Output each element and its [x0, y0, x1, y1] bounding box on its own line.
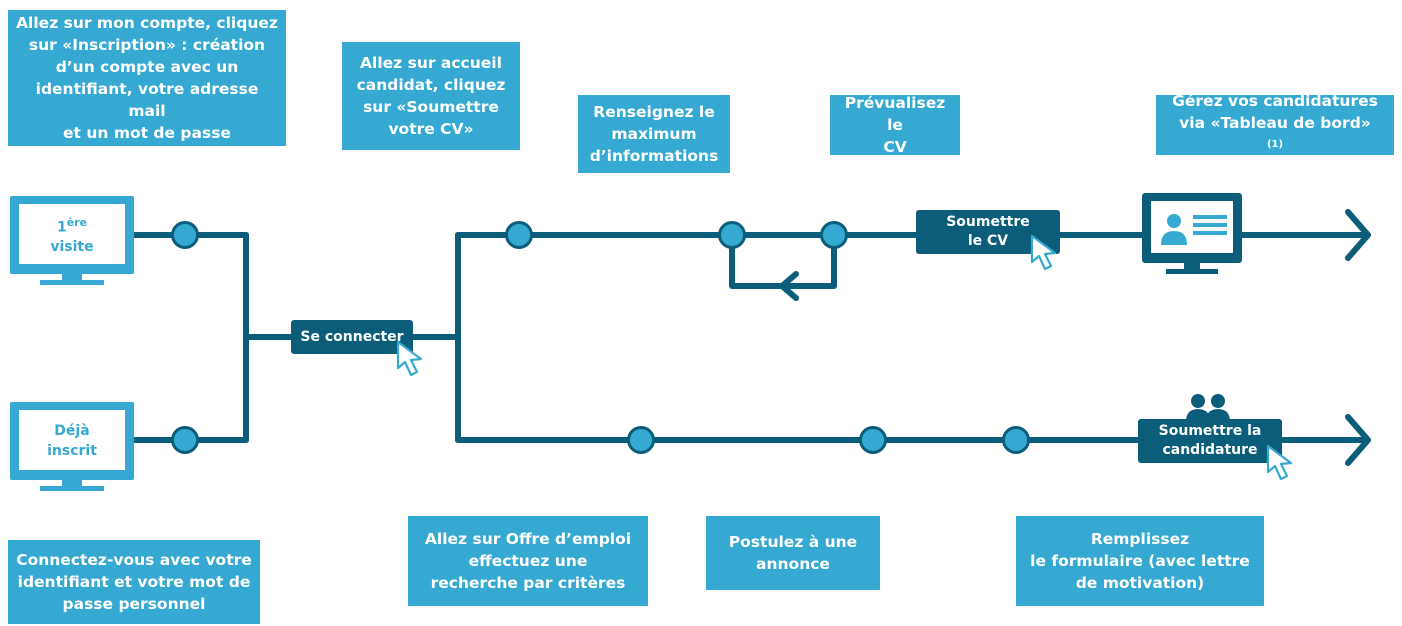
callout-text: via «Tableau de bord» — [1179, 114, 1371, 133]
callout-text: Allez sur Offre d’emploi — [424, 530, 632, 548]
monitor-label: 1 — [56, 219, 67, 236]
flow-node — [718, 221, 746, 249]
callout-text: identifiant et votre mot de — [17, 573, 251, 591]
callout-text: Connectez-vous avec votre — [16, 551, 252, 569]
submit-application-button[interactable]: Soumettre la candidature — [1138, 419, 1282, 463]
monitor-label-sup: ère — [66, 215, 88, 229]
callout-text: le formulaire (avec lettre — [1030, 552, 1250, 570]
monitor-first-visit: 1ère visite — [10, 196, 134, 288]
flow-node — [505, 221, 533, 249]
monitor-already-registered: Déjà inscrit — [10, 402, 134, 494]
callout-text: de motivation) — [1075, 574, 1205, 592]
monitor-label: inscrit — [47, 443, 97, 459]
callout-text: sur «Soumettre — [363, 98, 499, 116]
flow-node — [1002, 426, 1030, 454]
submit-cv-label: le CV — [967, 233, 1009, 249]
callout-text: Prévualisez le — [844, 94, 946, 134]
callout-text: et un mot de passe — [63, 124, 231, 142]
dashboard-monitor-icon — [1142, 193, 1242, 277]
callout-text: Gérez vos candidatures — [1172, 92, 1378, 111]
flow-node — [171, 426, 199, 454]
monitor-label: visite — [50, 239, 94, 256]
callout-renseignez: Renseignez le maximum d’informations — [578, 95, 730, 173]
callout-offre: Allez sur Offre d’emploi effectuez une r… — [408, 516, 648, 606]
callout-text: effectuez une — [468, 552, 588, 570]
callout-accueil: Allez sur accueil candidat, cliquez sur … — [342, 42, 520, 150]
callout-prevualisez: Prévualisez le CV — [830, 94, 960, 156]
cursor-icon — [1266, 444, 1293, 481]
submit-cv-button[interactable]: Soumettre le CV — [916, 210, 1060, 254]
monitor-label: Déjà — [54, 423, 90, 439]
callout-connect: Connectez-vous avec votre identifiant et… — [8, 540, 260, 624]
callout-text: identifiant, votre adresse mail — [35, 80, 259, 120]
cursor-icon — [396, 340, 423, 377]
cursor-icon — [1030, 234, 1057, 271]
flow-node — [627, 426, 655, 454]
callout-text: Renseignez le — [593, 103, 715, 121]
footnote-marker: (1) — [1266, 139, 1284, 151]
callout-remplissez: Remplissez le formulaire (avec lettre de… — [1016, 516, 1264, 606]
callout-text: votre CV» — [388, 120, 474, 138]
callout-text: recherche par critères — [430, 574, 626, 592]
callout-text: Remplissez — [1090, 530, 1190, 548]
callout-inscription: Allez sur mon compte, cliquez sur «Inscr… — [8, 10, 286, 146]
connect-button[interactable]: Se connecter — [291, 320, 413, 354]
callout-text: d’informations — [589, 147, 719, 165]
callout-text: CV — [883, 138, 907, 156]
flow-node — [171, 221, 199, 249]
submit-application-label: candidature — [1162, 442, 1258, 458]
callout-text: passe personnel — [62, 595, 206, 613]
callout-gerez: Gérez vos candidatures via «Tableau de b… — [1156, 92, 1394, 155]
callout-text: Allez sur mon compte, cliquez — [16, 14, 278, 32]
callout-text: maximum — [611, 125, 697, 143]
submit-application-label: Soumettre la — [1158, 423, 1262, 439]
callout-text: candidat, cliquez — [356, 76, 506, 94]
callout-text: sur «Inscription» : création — [28, 36, 266, 54]
callout-postulez: Postulez à une annonce — [706, 516, 880, 590]
callout-text: annonce — [756, 555, 830, 573]
callout-text: Postulez à une — [728, 533, 858, 551]
submit-cv-label: Soumettre — [946, 214, 1030, 230]
connect-button-label: Se connecter — [300, 328, 404, 345]
people-icon — [1186, 394, 1230, 422]
flow-node — [859, 426, 887, 454]
callout-text: Allez sur accueil — [360, 54, 502, 72]
callout-text: d’un compte avec un — [55, 58, 239, 76]
flow-node — [820, 221, 848, 249]
